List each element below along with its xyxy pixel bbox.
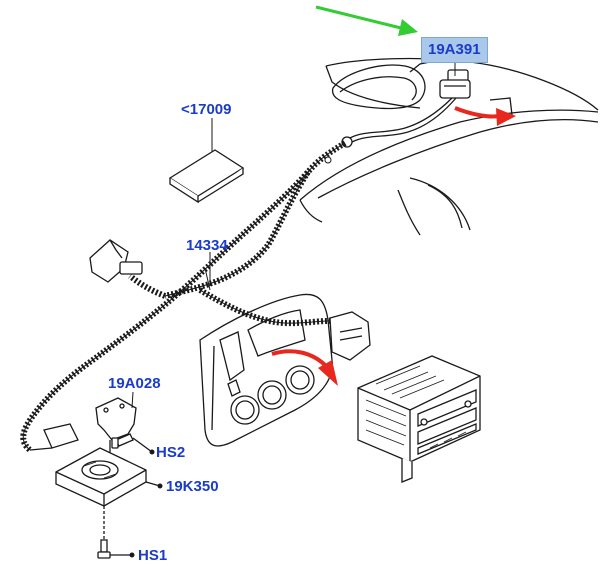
callout-19A028[interactable]: 19A028 [108, 375, 161, 392]
dashboard-center-bezel [199, 293, 333, 447]
green-pointer-arrow-icon [315, 5, 418, 36]
red-direction-arrow-icon [271, 106, 516, 386]
screw-HS2 [111, 433, 153, 453]
bracket-19A028 [95, 397, 137, 456]
harness-connector-left [89, 239, 143, 283]
callout-14334[interactable]: 14334 [186, 237, 228, 254]
windshield-outline [299, 57, 599, 236]
unit-19K350 [29, 423, 161, 507]
harness-connector-radio [329, 311, 371, 361]
callout-HS2[interactable]: HS2 [156, 444, 186, 461]
radio-head-unit [357, 355, 481, 483]
wiring-harness-14334 [20, 140, 347, 453]
callout-HS1[interactable]: HS1 [138, 547, 168, 564]
bolt-HS1 [97, 506, 132, 559]
part-17009 [168, 149, 245, 204]
callout-19A391[interactable]: 19A391 [421, 37, 488, 63]
leader-lines [129, 62, 456, 558]
callout-17009[interactable]: <17009 [181, 101, 232, 118]
callout-19K350[interactable]: 19K350 [166, 478, 219, 495]
